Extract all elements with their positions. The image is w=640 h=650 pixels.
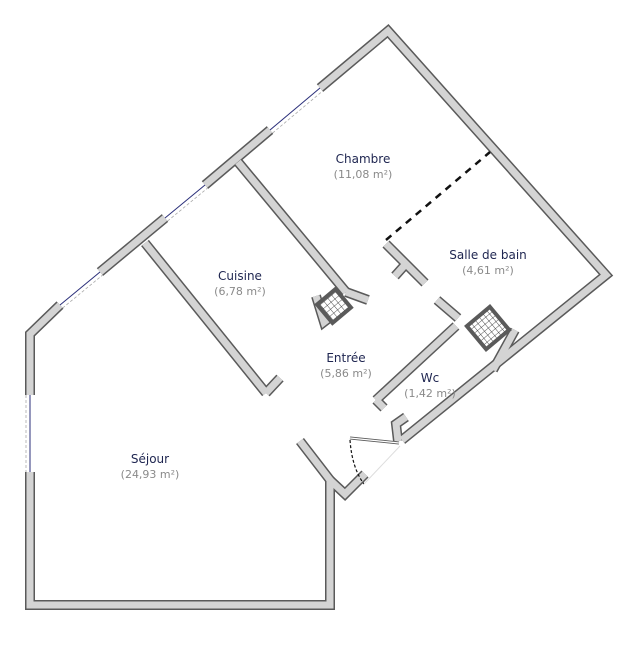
window-pane xyxy=(164,184,206,219)
room-name: Séjour xyxy=(130,452,170,466)
wall-chambre-bain-fill xyxy=(383,241,428,286)
outer-wall-stub-fill xyxy=(392,414,409,442)
outer-wall-north-west-fill xyxy=(26,302,63,395)
window-sill xyxy=(62,274,103,309)
entrance-door-leaf-inner xyxy=(349,437,400,444)
outer-wall-north-west-fill xyxy=(202,127,273,188)
entrance-wall-stub-fill xyxy=(327,471,368,499)
window xyxy=(59,271,103,309)
window xyxy=(25,395,31,472)
wall-wc-duct-fill xyxy=(489,328,519,372)
door-swing-arc xyxy=(349,439,365,485)
room-area: (24,93 m²) xyxy=(120,468,180,481)
wall-duct-fill xyxy=(344,288,370,304)
window-sill xyxy=(272,90,323,134)
outer-wall-north-fill xyxy=(317,26,612,443)
room-name: Wc xyxy=(420,371,440,385)
wall-bain-entree-fill xyxy=(434,297,461,321)
room-name: Cuisine xyxy=(218,269,262,283)
room-label-cuisine: Cuisine (6,78 m²) xyxy=(214,269,266,299)
ventilation-duct xyxy=(464,304,512,352)
room-name: Chambre xyxy=(335,152,391,166)
room-label-sejour: Séjour (24,93 m²) xyxy=(121,452,180,482)
room-area: (4,61 m²) xyxy=(462,264,514,277)
wall-stub-fill xyxy=(392,263,407,279)
room-area: (5,86 m²) xyxy=(320,367,372,380)
outer-wall-north-west-fill xyxy=(97,215,168,275)
wall-wc-fill xyxy=(373,323,459,403)
room-label-entree: Entrée (5,86 m²) xyxy=(320,351,372,381)
door-threshold xyxy=(363,445,401,485)
window xyxy=(164,184,208,222)
outer-wall-west-south xyxy=(25,437,335,610)
window-sill xyxy=(167,187,208,222)
room-label-wc: Wc (1,42 m²) xyxy=(404,371,456,401)
room-area: (11,08 m²) xyxy=(333,168,393,181)
window-pane xyxy=(269,87,321,131)
dashed-partition-line xyxy=(385,151,491,241)
room-area: (1,42 m²) xyxy=(404,387,456,400)
room-name: Salle de bain xyxy=(449,248,527,262)
wall-sejour-cuisine-fill xyxy=(142,240,269,396)
room-name: Entrée xyxy=(326,351,366,365)
room-label-chambre: Chambre (11,08 m²) xyxy=(334,152,393,182)
outer-wall-west-south-fill xyxy=(26,438,334,609)
window-pane xyxy=(59,271,101,306)
wall-stub-fill xyxy=(263,375,283,396)
wall-cuisine-chambre-fill xyxy=(235,159,349,295)
window xyxy=(269,87,323,134)
room-label-salle-de-bain: Salle de bain (4,61 m²) xyxy=(449,248,527,278)
room-area: (6,78 m²) xyxy=(214,285,266,298)
ventilation-duct xyxy=(314,286,354,326)
